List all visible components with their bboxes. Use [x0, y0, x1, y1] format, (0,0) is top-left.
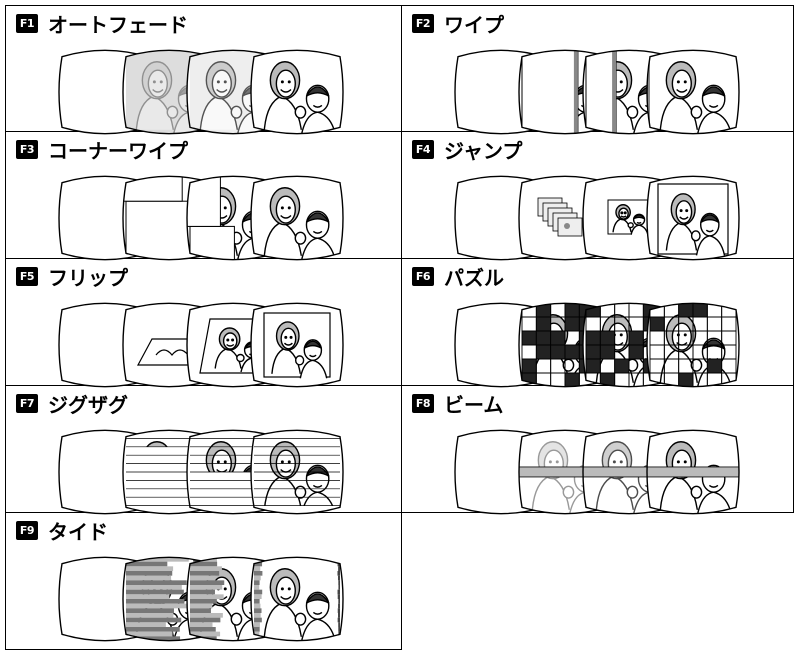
effect-cell-beam: F8 ビーム	[402, 386, 794, 515]
effect-number-badge: F5	[16, 266, 38, 286]
effect-number-badge: F4	[412, 139, 434, 159]
effect-title: ビーム	[444, 392, 504, 417]
effect-label: F3 コーナーワイプ	[16, 138, 188, 163]
zigzag-illustration	[58, 429, 344, 515]
effect-label: F9 タイド	[16, 519, 108, 544]
effect-label: F8 ビーム	[412, 392, 503, 417]
effect-cell-zigzag: F7 ジグザグ	[5, 386, 402, 515]
effect-title: コーナーワイプ	[48, 138, 188, 163]
effect-cell-auto-fade: F1 オートフェード	[5, 5, 402, 135]
auto-fade-illustration	[58, 49, 344, 135]
effect-number-badge: F3	[16, 139, 38, 159]
effect-title: タイド	[48, 519, 108, 544]
flip-illustration	[58, 302, 344, 388]
effect-title: ワイプ	[444, 12, 504, 37]
effect-label: F6 パズル	[412, 265, 504, 290]
wipe-illustration	[454, 49, 740, 135]
effect-cell-wipe: F2 ワイプ	[402, 5, 794, 135]
tide-illustration	[58, 556, 344, 642]
effect-label: F4 ジャンプ	[412, 138, 522, 163]
effect-cell-puzzle: F6 パズル	[402, 259, 794, 388]
effect-number-badge: F7	[16, 393, 38, 413]
effect-title: パズル	[444, 265, 504, 290]
effect-label: F2 ワイプ	[412, 12, 504, 37]
empty-cell	[402, 513, 794, 650]
jump-illustration	[454, 175, 740, 261]
beam-illustration	[454, 429, 740, 515]
effect-title: オートフェード	[48, 12, 188, 37]
corner-wipe-illustration	[58, 175, 344, 261]
effect-number-badge: F8	[412, 393, 434, 413]
effect-number-badge: F1	[16, 13, 38, 33]
effect-cell-tide: F9 タイド	[5, 513, 402, 650]
effect-cell-flip: F5 フリップ	[5, 259, 402, 388]
effect-title: ジャンプ	[444, 138, 523, 163]
effect-label: F5 フリップ	[16, 265, 128, 290]
puzzle-illustration	[454, 302, 740, 388]
effect-label: F7 ジグザグ	[16, 392, 128, 417]
effect-cell-corner-wipe: F3 コーナーワイプ	[5, 132, 402, 261]
effect-title: フリップ	[48, 265, 128, 290]
effect-number-badge: F6	[412, 266, 434, 286]
effect-number-badge: F9	[16, 520, 38, 540]
effect-title: ジグザグ	[48, 392, 128, 417]
effect-number-badge: F2	[412, 13, 434, 33]
effect-label: F1 オートフェード	[16, 12, 188, 37]
effect-cell-jump: F4 ジャンプ	[402, 132, 794, 261]
